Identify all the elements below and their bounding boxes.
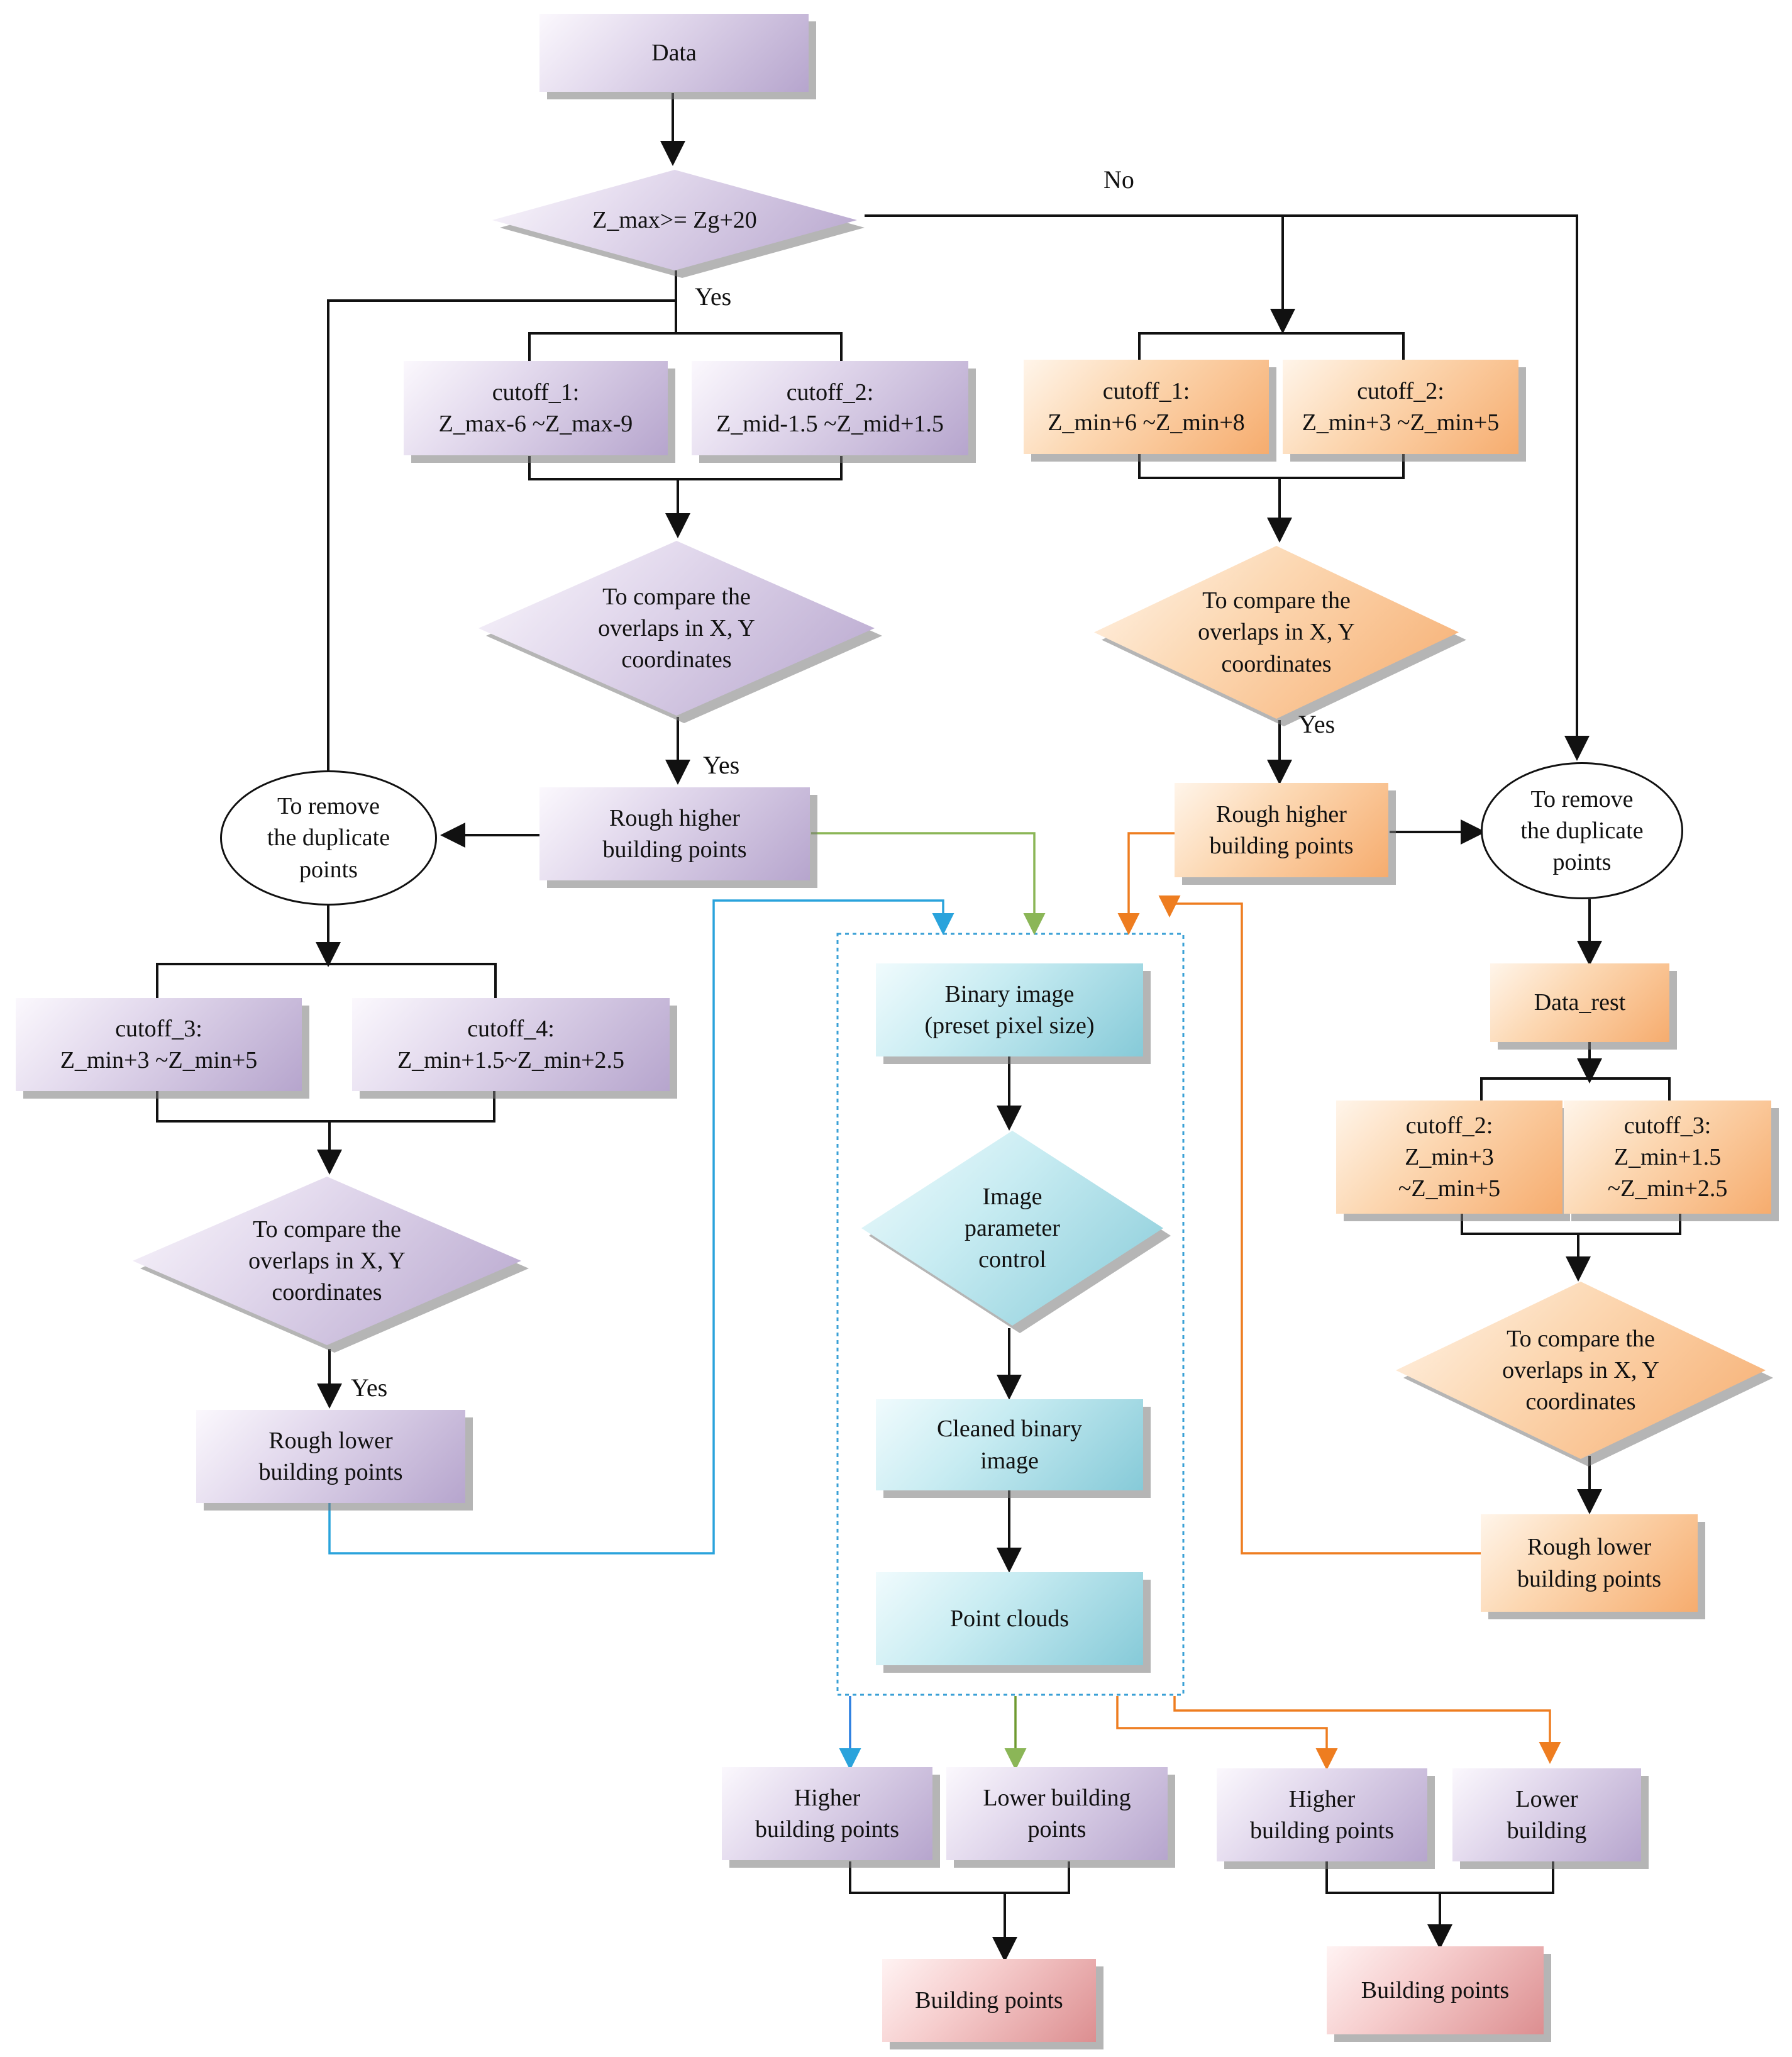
purple-rough-lower-label: Rough lower building points bbox=[258, 1427, 403, 1485]
wire-left-bracket-bottom bbox=[156, 1091, 495, 1123]
label-no: No bbox=[1103, 165, 1134, 194]
purple-cutoff-1-label: cutoff_1: Z_max-6 ~Z_max-9 bbox=[438, 379, 633, 437]
output-orange-lower: Lower building bbox=[1452, 1768, 1641, 1861]
purple-remove-duplicates: To remove the duplicate points bbox=[220, 770, 437, 906]
purple-rough-higher: Rough higher building points bbox=[539, 787, 810, 880]
wire-orange-rough-high-to-frame bbox=[1117, 832, 1175, 935]
building-points-right-label: Building points bbox=[1361, 1977, 1510, 2004]
orange-data-rest: Data_rest bbox=[1490, 963, 1669, 1042]
wire-orange-bracket-bottom bbox=[1138, 454, 1405, 479]
purple-cutoff-3: cutoff_3: Z_min+3 ~Z_min+5 bbox=[16, 998, 302, 1091]
label-yes-purple-compare: Yes bbox=[703, 751, 740, 779]
orange-cutoff-3: cutoff_3: Z_min+1.5 ~Z_min+2.5 bbox=[1564, 1101, 1771, 1214]
cleaned-binary-image-label: Cleaned binary image bbox=[936, 1416, 1083, 1474]
purple-remove-duplicates-label: To remove the duplicate points bbox=[267, 793, 390, 883]
point-clouds: Point clouds bbox=[876, 1572, 1143, 1665]
label-yes-orange-compare: Yes bbox=[1298, 710, 1336, 738]
wire-purple-bracket-bottom bbox=[528, 456, 843, 480]
wire-blue-rough-low-to-frame bbox=[328, 899, 954, 1555]
purple-cutoff-2-label: cutoff_2: Z_mid-1.5 ~Z_mid+1.5 bbox=[716, 379, 944, 437]
wire-rest-bracket-bottom bbox=[1461, 1214, 1681, 1235]
image-parameter-control-label: Image parameter control bbox=[965, 1183, 1060, 1273]
output-orange-higher-label: Higher building points bbox=[1249, 1785, 1395, 1844]
orange-cutoff-1-label: cutoff_1: Z_min+6 ~Z_min+8 bbox=[1048, 377, 1245, 436]
cleaned-binary-image: Cleaned binary image bbox=[876, 1399, 1143, 1490]
orange-rough-lower-label: Rough lower building points bbox=[1517, 1534, 1662, 1592]
binary-image-label: Binary image (preset pixel size) bbox=[924, 980, 1095, 1039]
orange-remove-duplicates-label: To remove the duplicate points bbox=[1520, 785, 1644, 876]
wire-purple-bracket-top bbox=[528, 332, 843, 361]
processing-frame bbox=[836, 933, 1185, 1696]
orange-data-rest-label: Data_rest bbox=[1534, 989, 1626, 1016]
output-orange-lower-label: Lower building bbox=[1507, 1785, 1587, 1844]
orange-rough-lower: Rough lower building points bbox=[1481, 1514, 1698, 1612]
purple-rough-higher-label: Rough higher building points bbox=[602, 804, 747, 863]
orange-rough-higher-label: Rough higher building points bbox=[1209, 801, 1354, 859]
binary-image: Binary image (preset pixel size) bbox=[876, 963, 1143, 1056]
wire-out-orange-1 bbox=[1116, 1696, 1338, 1770]
orange-compare-2-label: To compare the overlaps in X, Y coordina… bbox=[1502, 1325, 1659, 1416]
orange-rough-higher: Rough higher building points bbox=[1175, 783, 1388, 877]
output-purple-higher-label: Higher building points bbox=[755, 1784, 900, 1843]
building-points-right: Building points bbox=[1327, 1946, 1544, 2034]
output-orange-higher: Higher building points bbox=[1217, 1768, 1427, 1861]
wire-out-orange-2 bbox=[1173, 1696, 1561, 1764]
point-clouds-label: Point clouds bbox=[950, 1605, 1069, 1632]
wire-bottom-right-bracket bbox=[1325, 1861, 1554, 1894]
orange-compare-1-label: To compare the overlaps in X, Y coordina… bbox=[1198, 587, 1355, 677]
purple-rough-lower: Rough lower building points bbox=[196, 1410, 465, 1503]
purple-cutoff-1: cutoff_1: Z_max-6 ~Z_max-9 bbox=[404, 361, 668, 455]
wire-green-rough-high-to-frame bbox=[811, 832, 1046, 935]
decision-zmax-label: Z_max>= Zg+20 bbox=[592, 206, 757, 233]
orange-remove-duplicates: To remove the duplicate points bbox=[1481, 762, 1683, 899]
purple-cutoff-3-label: cutoff_3: Z_min+3 ~Z_min+5 bbox=[60, 1015, 258, 1073]
output-purple-lower: Lower building points bbox=[946, 1767, 1168, 1860]
orange-cutoff-2b-label: cutoff_2: Z_min+3 ~Z_min+5 bbox=[1398, 1112, 1501, 1202]
wire-bottom-left-bracket bbox=[849, 1861, 1070, 1894]
label-yes-purple-compare-2: Yes bbox=[351, 1373, 388, 1402]
wire-left-bracket-top bbox=[156, 963, 497, 998]
output-purple-lower-label: Lower building points bbox=[983, 1784, 1131, 1843]
label-yes-decision: Yes bbox=[695, 282, 732, 311]
purple-cutoff-4: cutoff_4: Z_min+1.5~Z_min+2.5 bbox=[352, 998, 670, 1091]
purple-cutoff-4-label: cutoff_4: Z_min+1.5~Z_min+2.5 bbox=[397, 1015, 625, 1073]
orange-cutoff-3-label: cutoff_3: Z_min+1.5 ~Z_min+2.5 bbox=[1607, 1112, 1728, 1202]
wire-yes-to-remove bbox=[327, 299, 676, 778]
purple-compare-1-label: To compare the overlaps in X, Y coordina… bbox=[598, 583, 755, 674]
wire-decision-no bbox=[865, 214, 1590, 761]
purple-compare-2-label: To compare the overlaps in X, Y coordina… bbox=[248, 1216, 406, 1306]
building-points-left: Building points bbox=[882, 1959, 1096, 2042]
purple-cutoff-2: cutoff_2: Z_mid-1.5 ~Z_mid+1.5 bbox=[692, 361, 968, 455]
orange-cutoff-1: cutoff_1: Z_min+6 ~Z_min+8 bbox=[1024, 360, 1269, 454]
orange-cutoff-2: cutoff_2: Z_min+3 ~Z_min+5 bbox=[1283, 360, 1518, 454]
wire-orange-rough-low-to-frame bbox=[1158, 895, 1481, 1555]
building-points-left-label: Building points bbox=[915, 1987, 1063, 2014]
wire-rest-bracket-top bbox=[1480, 1077, 1671, 1101]
data-node: Data bbox=[539, 14, 809, 92]
orange-cutoff-2b: cutoff_2: Z_min+3 ~Z_min+5 bbox=[1336, 1101, 1562, 1214]
wire-orange-bracket-top bbox=[1138, 332, 1405, 360]
output-purple-higher: Higher building points bbox=[722, 1767, 932, 1860]
orange-cutoff-2-label: cutoff_2: Z_min+3 ~Z_min+5 bbox=[1302, 377, 1500, 436]
data-node-label: Data bbox=[651, 39, 697, 66]
